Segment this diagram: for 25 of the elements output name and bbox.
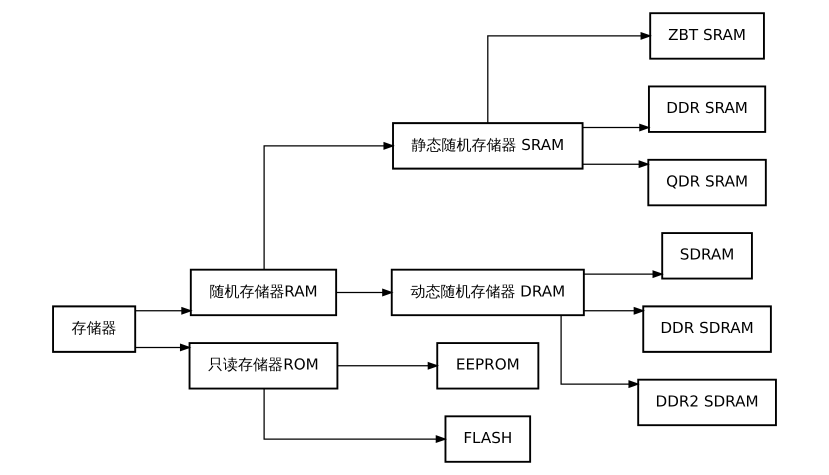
arrow bbox=[136, 343, 192, 352]
arrow bbox=[263, 388, 448, 444]
arrow bbox=[136, 306, 193, 315]
arrow bbox=[584, 270, 664, 278]
node-box: DDR SRAM bbox=[648, 86, 766, 133]
node-box: QDR SRAM bbox=[647, 158, 767, 206]
arrow bbox=[263, 142, 395, 270]
node-box: DDR SDRAM bbox=[642, 305, 772, 353]
arrow bbox=[338, 362, 440, 370]
node-box: 动态随机存储器 DRAM bbox=[390, 268, 585, 316]
arrow bbox=[582, 124, 651, 132]
node-box: FLASH bbox=[444, 415, 532, 463]
arrow bbox=[582, 160, 650, 168]
node-box: SDRAM bbox=[661, 232, 753, 280]
node-box: ZBT SRAM bbox=[649, 12, 765, 60]
arrow bbox=[584, 306, 646, 315]
arrow bbox=[487, 32, 652, 124]
node-box: 只读存储器ROM bbox=[188, 342, 338, 390]
node-box: 随机存储器RAM bbox=[190, 268, 338, 316]
arrow bbox=[336, 288, 394, 296]
node-box: 静态随机存储器 SRAM bbox=[392, 122, 584, 170]
arrow bbox=[560, 316, 640, 388]
node-box: DDR2 SDRAM bbox=[637, 378, 777, 426]
node-box: 存储器 bbox=[52, 305, 136, 353]
node-box: EEPROM bbox=[436, 342, 540, 390]
